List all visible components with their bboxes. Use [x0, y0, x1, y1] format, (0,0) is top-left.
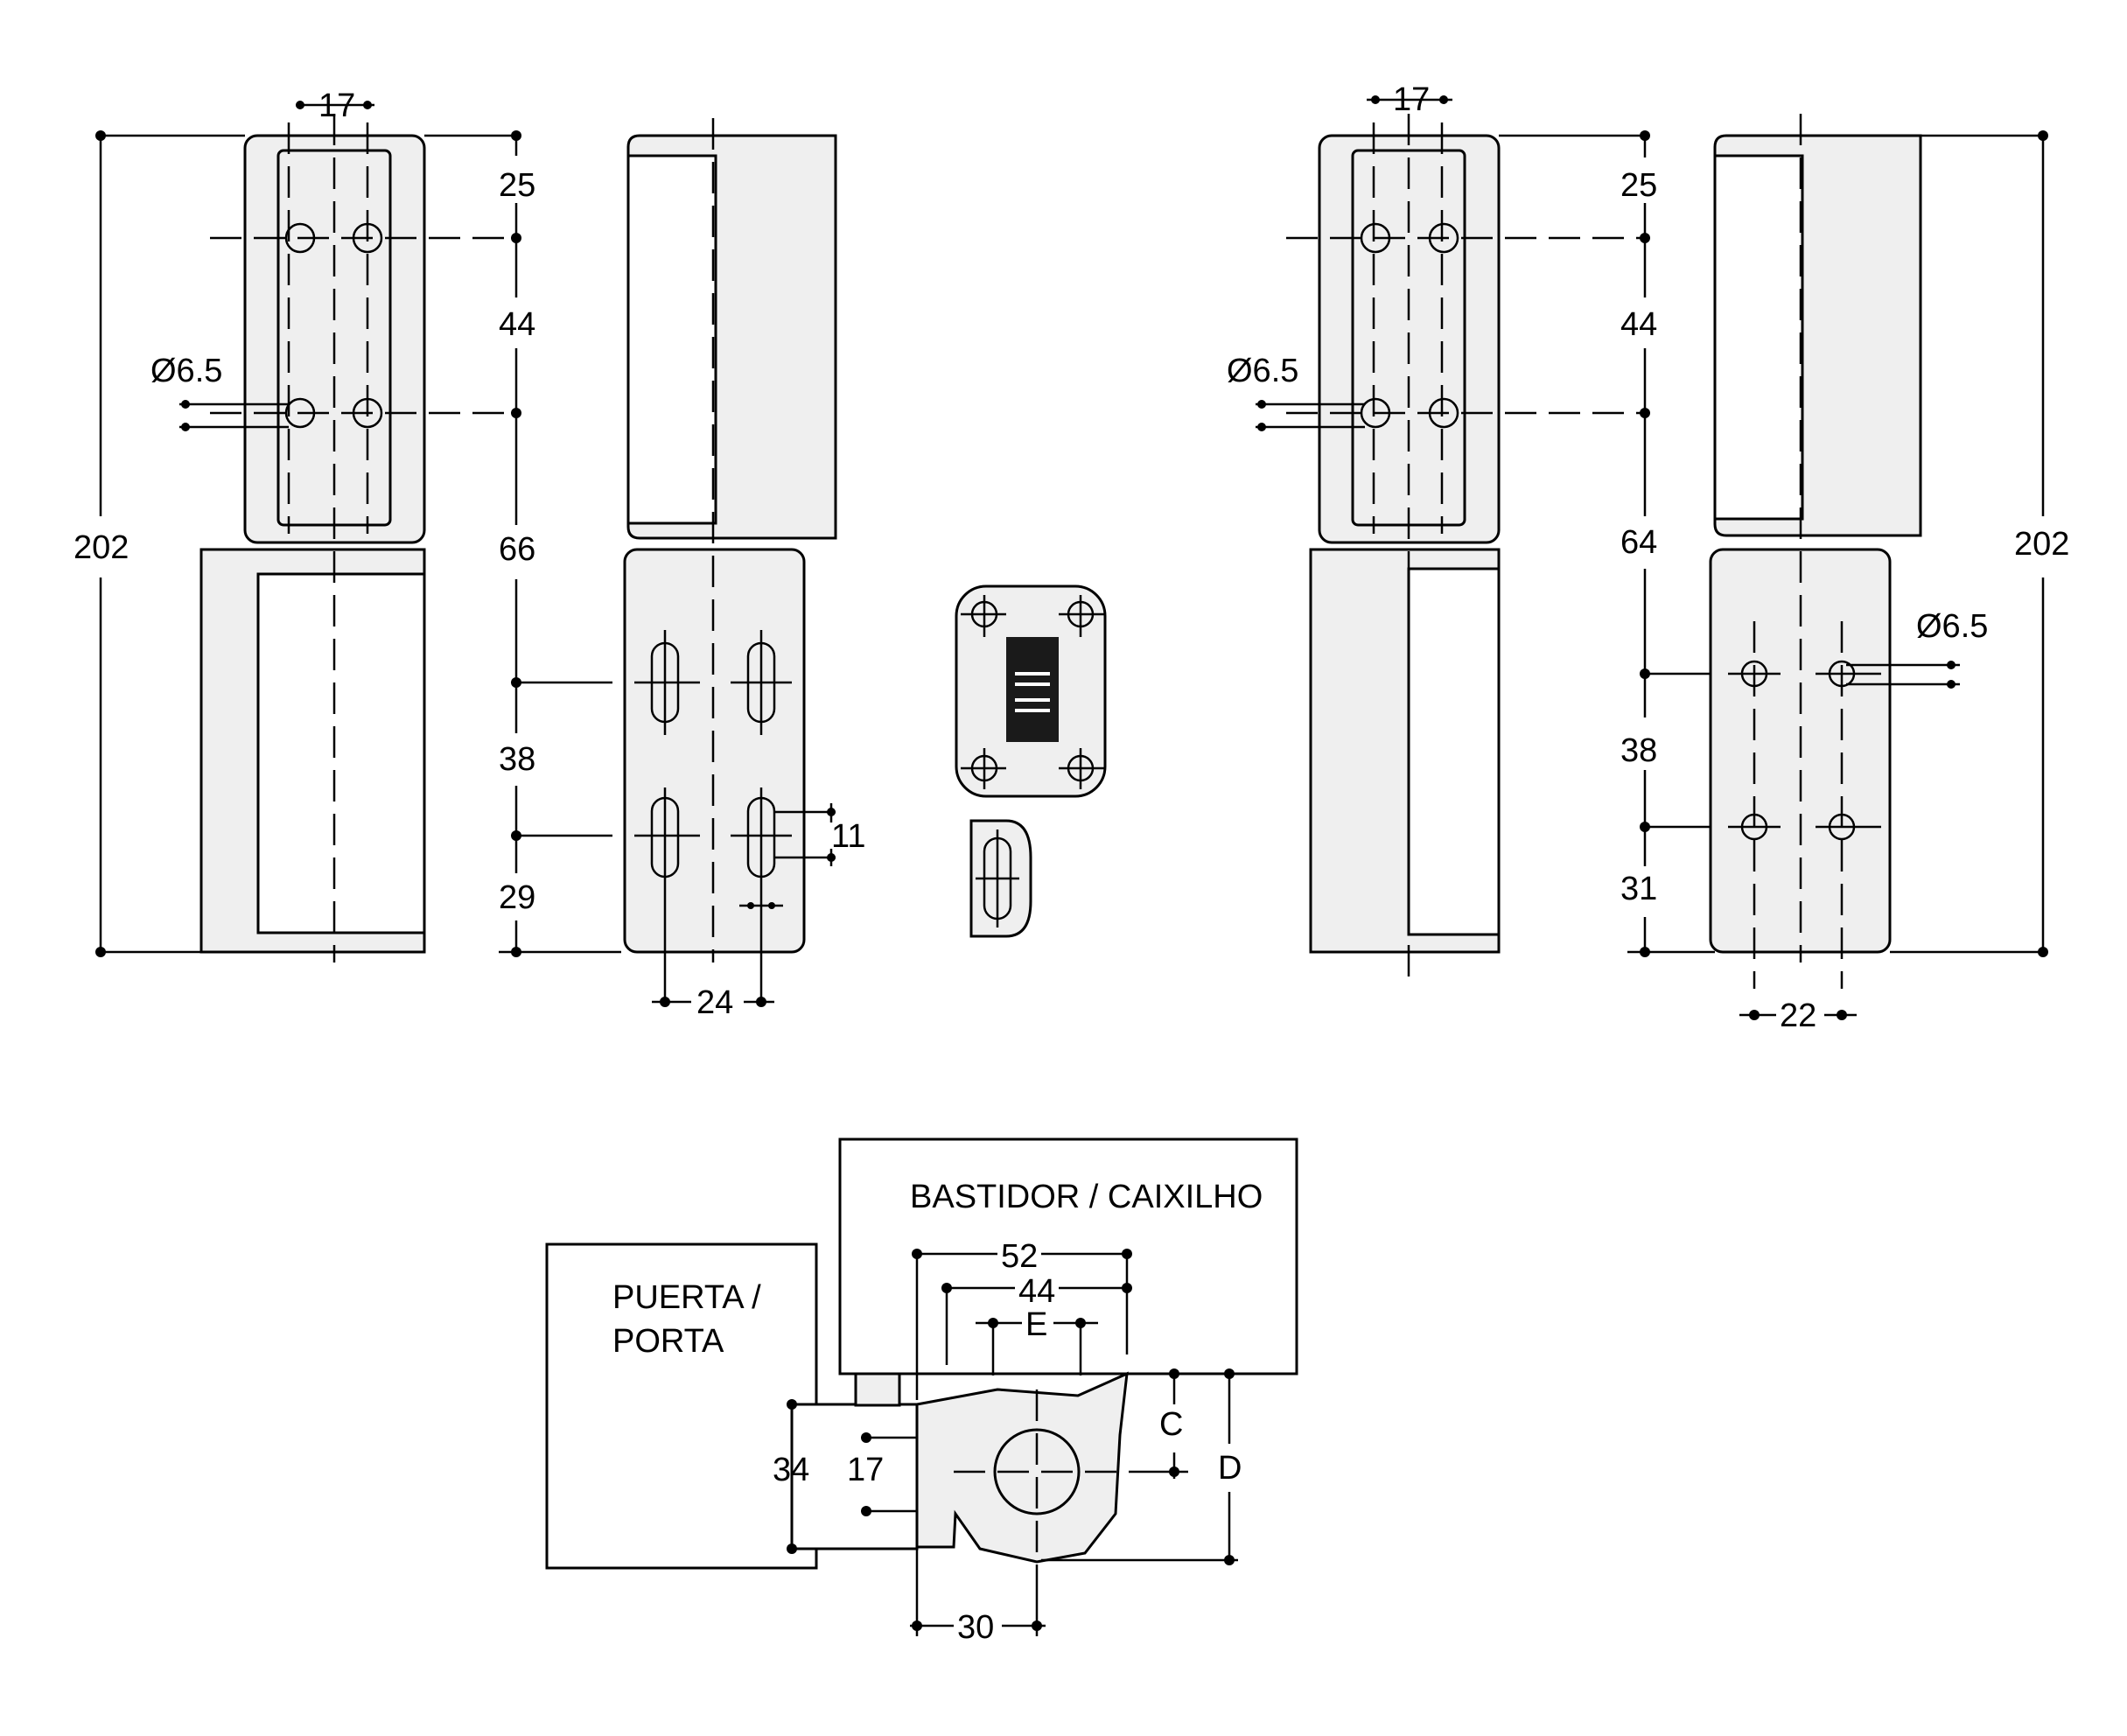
- dim-34-section: 34: [773, 1452, 809, 1488]
- hole-icon: [284, 397, 316, 429]
- pin-icon: [993, 1428, 1081, 1516]
- dim-17-right: 17: [1393, 81, 1430, 118]
- left-chain-dimensions: 25 44 66 38 29: [424, 130, 621, 957]
- center-spring-icon: [1006, 637, 1059, 742]
- dim-30-section: 30: [957, 1609, 994, 1646]
- dim-D-section: D: [1218, 1450, 1242, 1487]
- door-block: [545, 1242, 818, 1570]
- left-side-lower: [623, 548, 806, 954]
- dim-44-right: 44: [1620, 306, 1657, 343]
- dim-hole-right-lower: Ø6.5: [1916, 608, 1988, 645]
- frame-label: BASTIDOR / CAIXILHO: [910, 1179, 1263, 1215]
- left-front-view: 17 202 Ø6.5: [73, 88, 516, 962]
- slot-icon: [731, 630, 792, 735]
- dim-202-left: 202: [73, 529, 129, 566]
- dim-24-left: 24: [696, 984, 733, 1021]
- frame-block: [838, 1138, 1298, 1376]
- right-side-upper-plate: [1713, 154, 1804, 521]
- door-label-line1: PUERTA /: [612, 1279, 761, 1316]
- dim-22-right: 22: [1780, 998, 1816, 1034]
- center-bottom-part: [969, 819, 1032, 938]
- dim-17-section: 17: [847, 1452, 884, 1488]
- left-side-upper-plate: [626, 154, 717, 525]
- hole-icon: [352, 397, 383, 429]
- right-front-view: 17 Ø6.5: [1227, 81, 1645, 989]
- hole-icon: [1428, 397, 1459, 429]
- slot-icon: [731, 788, 792, 998]
- dim-44-left: 44: [499, 306, 535, 343]
- dim-202-right: 202: [2014, 526, 2069, 563]
- hinge-lug: [854, 1372, 901, 1407]
- left-lower-plate: [256, 572, 426, 934]
- section-view: BASTIDOR / CAIXILHO PUERTA / PORTA 52 44…: [545, 1138, 1298, 1646]
- dim-E-section: E: [1025, 1306, 1047, 1343]
- hole-icon: [284, 222, 316, 254]
- left-side-view: 11 24: [623, 118, 865, 1021]
- dim-31-right: 31: [1620, 871, 1657, 907]
- dim-38-left: 38: [499, 741, 535, 778]
- slot-icon: [634, 788, 700, 998]
- dim-hole-left: Ø6.5: [150, 353, 222, 389]
- right-lower-plate: [1407, 567, 1501, 936]
- dim-25-right: 25: [1620, 167, 1657, 204]
- right-side-view: Ø6.5 202 22: [1709, 114, 2069, 1034]
- hole-icon: [1360, 222, 1391, 254]
- dim-64-right: 64: [1620, 524, 1657, 561]
- slot-icon: [634, 630, 700, 735]
- hole-icon: [352, 222, 383, 254]
- dim-17-left: 17: [318, 88, 355, 124]
- dim-11-left: 11: [831, 818, 865, 855]
- dim-38-right: 38: [1620, 732, 1657, 769]
- hole-icon: [1360, 397, 1391, 429]
- center-top-plate: [955, 584, 1107, 798]
- dim-25-left: 25: [499, 167, 535, 204]
- door-leaf-section: [790, 1403, 919, 1550]
- hinge-knuckle: [915, 1371, 1129, 1564]
- dim-29-left: 29: [499, 879, 535, 916]
- door-label-line2: PORTA: [612, 1323, 724, 1360]
- dim-C-section: C: [1159, 1406, 1183, 1443]
- dim-hole-right: Ø6.5: [1227, 353, 1298, 389]
- hole-icon: [1428, 222, 1459, 254]
- dim-66-left: 66: [499, 531, 535, 568]
- right-chain-dimensions: 25 44 64 38 31: [1499, 130, 1715, 957]
